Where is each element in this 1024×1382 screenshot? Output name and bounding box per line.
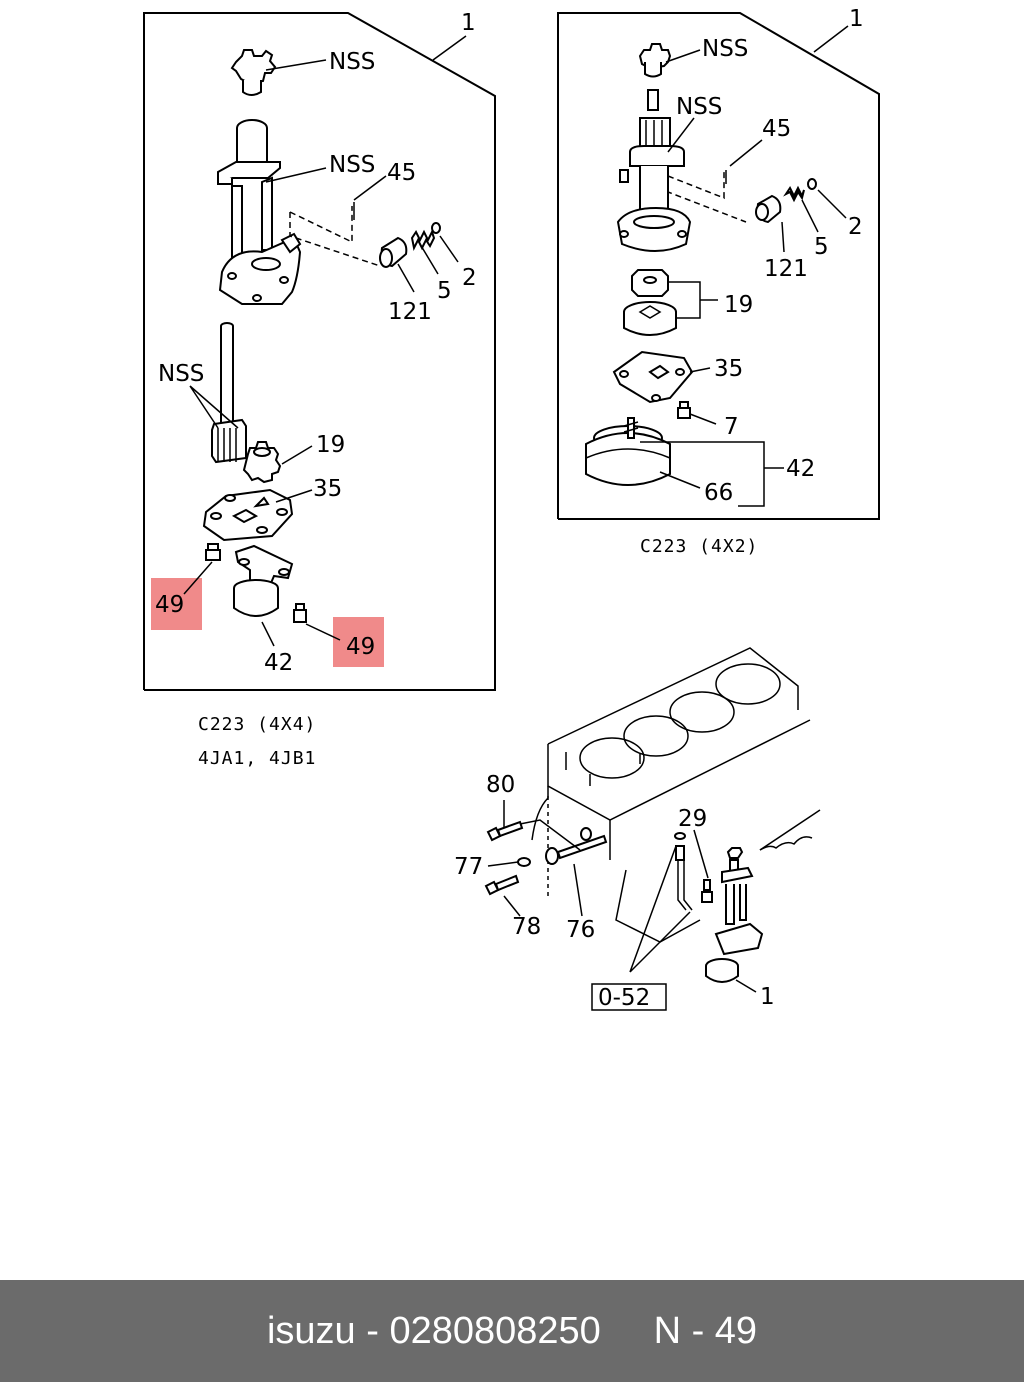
caption-right-model: C223 (4X2) <box>640 536 758 557</box>
label-right-5: 5 <box>814 234 829 260</box>
label-left-45: 45 <box>387 160 416 186</box>
right-bolt-7 <box>677 401 691 419</box>
label-left-49-b: 49 <box>346 634 375 660</box>
label-left-49-a: 49 <box>155 592 184 618</box>
label-engine-29: 29 <box>678 806 707 832</box>
engine-bolt-80 <box>486 820 524 842</box>
label-right-42: 42 <box>786 456 815 482</box>
left-assembly-frame <box>143 12 496 691</box>
label-engine-80: 80 <box>486 772 515 798</box>
right-drive-gear <box>638 43 672 78</box>
left-cover-plate <box>202 488 294 542</box>
footer-gap <box>601 1310 654 1353</box>
left-pump-body <box>217 119 302 305</box>
footer-part-number: 0280808250 <box>389 1309 601 1352</box>
right-leader-lines <box>640 25 849 507</box>
caption-left-model: C223 (4X4) <box>198 714 316 735</box>
label-right-66: 66 <box>704 480 733 506</box>
label-right-19: 19 <box>724 292 753 318</box>
footer-page: N - 49 <box>653 1309 758 1352</box>
label-engine-1: 1 <box>760 984 775 1010</box>
label-right-121: 121 <box>764 256 808 282</box>
label-left-2: 2 <box>462 265 477 291</box>
left-leader-lines <box>183 35 467 647</box>
engine-oil-pump-small <box>705 847 764 983</box>
left-drive-shaft <box>211 322 247 464</box>
highlight-49-right <box>333 617 384 667</box>
right-assembly-frame <box>557 12 880 520</box>
label-right-1: 1 <box>849 6 864 32</box>
engine-bolt-78 <box>484 874 520 896</box>
footer-brand: isuzu <box>266 1309 356 1352</box>
label-left-42: 42 <box>264 650 293 676</box>
label-left-nss-gear: NSS <box>329 49 375 75</box>
label-left-35: 35 <box>313 476 342 502</box>
label-left-1: 1 <box>461 10 476 36</box>
left-oil-strainer <box>233 544 294 617</box>
engine-block-overview <box>531 647 821 943</box>
engine-pipe-76 <box>545 827 608 865</box>
engine-oil-pipe <box>674 832 713 911</box>
label-left-nss-body: NSS <box>329 152 375 178</box>
right-relief-valve <box>755 178 817 224</box>
label-engine-76: 76 <box>566 917 595 943</box>
left-bolt-49-a <box>205 543 221 561</box>
footer-bar: isuzu - 0280808250 N - 49 <box>0 1280 1024 1382</box>
label-left-nss-shaft: NSS <box>158 361 204 387</box>
label-left-5: 5 <box>437 278 452 304</box>
highlight-49-left <box>151 578 202 630</box>
reference-label: 0-52 <box>598 985 650 1011</box>
caption-left-engines: 4JA1, 4JB1 <box>198 748 316 769</box>
label-right-35: 35 <box>714 356 743 382</box>
left-bolt-49-b <box>293 603 307 623</box>
label-right-45: 45 <box>762 116 791 142</box>
footer-separator: - <box>355 1309 390 1352</box>
left-relief-valve <box>379 222 441 268</box>
right-inner-rotor <box>631 269 669 297</box>
label-right-7: 7 <box>724 414 739 440</box>
label-right-2: 2 <box>848 214 863 240</box>
left-driven-gear <box>242 441 282 484</box>
oil-pump-parts-diagram: 1 NSS NSS 45 2 5 121 NSS 19 35 49 49 42 … <box>143 6 880 1011</box>
label-engine-78: 78 <box>512 914 541 940</box>
label-right-nss-body: NSS <box>676 94 722 120</box>
label-right-nss-gear: NSS <box>702 36 748 62</box>
left-drive-gear <box>230 49 277 96</box>
reference-box <box>591 983 667 1011</box>
label-engine-77: 77 <box>454 854 483 880</box>
right-outer-rotor <box>623 301 677 336</box>
right-oil-strainer <box>585 417 671 486</box>
right-pump-cover <box>612 350 694 404</box>
engine-leader-lines <box>487 800 757 993</box>
label-left-19: 19 <box>316 432 345 458</box>
right-pump-body <box>616 89 692 252</box>
label-left-121: 121 <box>388 299 432 325</box>
engine-washer-77 <box>517 857 531 867</box>
